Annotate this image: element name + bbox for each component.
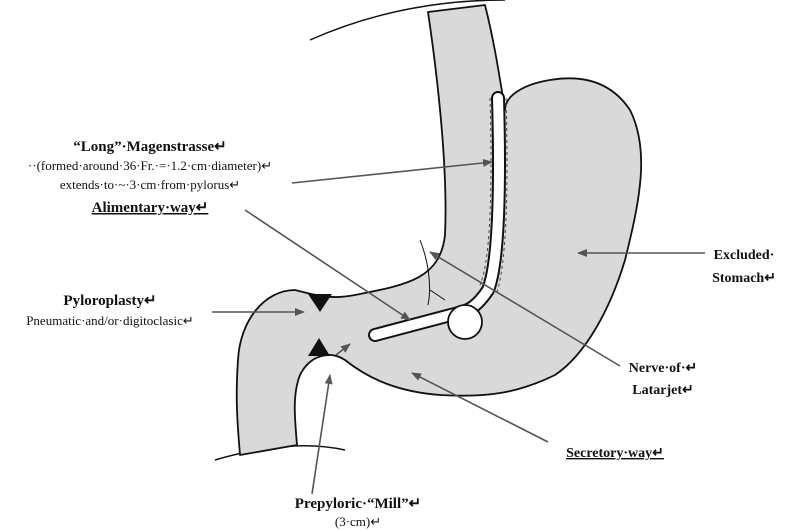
prepyloric-subtitle: (3·cm)↵ bbox=[335, 514, 381, 529]
pyloroplasty-title: Pyloroplasty↵ bbox=[63, 293, 156, 309]
secretory-way-label: Secretory·way↵ bbox=[566, 446, 664, 461]
magenstrasse-title: “Long”·Magenstrasse↵ bbox=[73, 139, 226, 155]
arrow-prepyloric bbox=[312, 375, 330, 494]
magenstrasse-line2: ··(formed·around·36·Fr.·=·1.2·cm·diamete… bbox=[28, 158, 272, 173]
pyloroplasty-subtitle: Pneumatic·and/or·digitoclasic↵ bbox=[26, 313, 194, 328]
alimentary-way-label: Alimentary·way↵ bbox=[92, 200, 209, 216]
excluded-stomach-line1: Excluded· bbox=[714, 248, 775, 263]
excluded-stomach-line2: Stomach↵ bbox=[712, 271, 776, 286]
pouch-bulb bbox=[448, 305, 482, 339]
prepyloric-title: Prepyloric·“Mill”↵ bbox=[295, 496, 421, 512]
nerve-latarjet-line2: Latarjet↵ bbox=[632, 383, 693, 398]
magenstrasse-line3: extends·to·~·3·cm·from·pylorus↵ bbox=[60, 177, 240, 192]
nerve-latarjet-line1: Nerve·of·↵ bbox=[629, 361, 697, 376]
